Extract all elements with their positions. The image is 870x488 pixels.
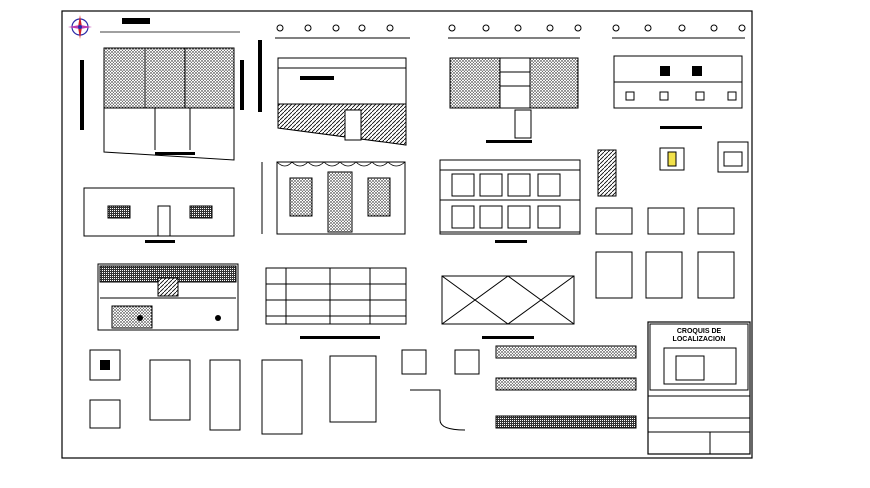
ornate-elevation bbox=[261, 161, 406, 235]
foundation-plan bbox=[265, 267, 407, 339]
floor-plan-3 bbox=[448, 24, 582, 143]
detail-group-top-right bbox=[595, 141, 749, 235]
location-sketch bbox=[663, 347, 737, 385]
longitudinal-section bbox=[97, 263, 239, 331]
sheet-border bbox=[61, 10, 753, 459]
floor-plan-2 bbox=[258, 24, 410, 146]
footing-details bbox=[595, 251, 735, 299]
title-block: CROQUIS DE LOCALIZACION bbox=[647, 321, 751, 455]
compass-rose-icon bbox=[68, 15, 92, 39]
floor-plan-4 bbox=[612, 24, 746, 129]
floor-plan-1 bbox=[80, 18, 244, 161]
construction-details bbox=[89, 345, 637, 435]
location-title-line1: CROQUIS DE bbox=[677, 328, 722, 335]
structural-elevation bbox=[439, 159, 581, 243]
location-title-line2: LOCALIZACION bbox=[673, 336, 726, 343]
front-elevation bbox=[83, 187, 235, 243]
roof-plan bbox=[441, 275, 575, 339]
